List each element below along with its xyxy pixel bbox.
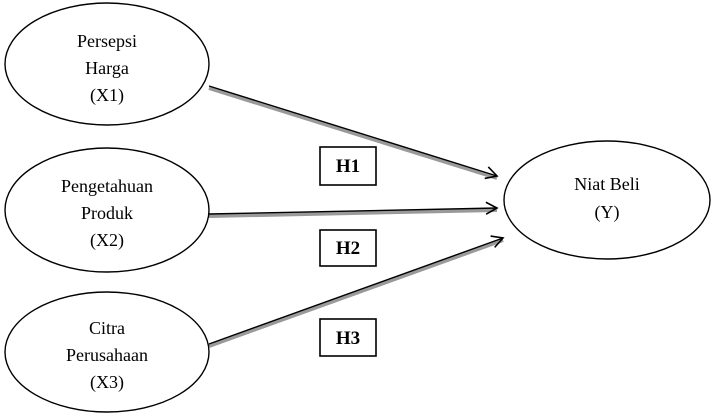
node-x2-line1: Pengetahuan	[61, 176, 153, 196]
node-x3-line3: (X3)	[90, 372, 124, 393]
node-x1-line1: Persepsi	[77, 31, 137, 51]
node-x2-line3: (X2)	[90, 230, 124, 251]
node-pengetahuan-produk: Pengetahuan Produk (X2)	[4, 147, 210, 273]
node-x1-line3: (X1)	[90, 85, 124, 106]
node-x1-line2: Harga	[85, 58, 129, 78]
node-x3-line1: Citra	[89, 318, 125, 338]
hypothesis-box-h2: H2	[319, 229, 377, 267]
hypothesis-label-h1: H1	[336, 156, 360, 177]
hypothesis-label-h3: H3	[336, 328, 360, 349]
node-x3-line2: Perusahaan	[66, 345, 148, 365]
node-y-line2: (Y)	[595, 202, 620, 223]
arrow-x2-to-y	[208, 201, 499, 218]
arrow-x3-to-y	[208, 235, 505, 348]
hypothesis-box-h1: H1	[319, 146, 377, 186]
node-y-line1: Niat Beli	[574, 174, 640, 194]
node-niat-beli: Niat Beli (Y)	[503, 140, 711, 260]
hypothesis-box-h3: H3	[319, 318, 377, 357]
node-x2-line2: Produk	[81, 203, 133, 223]
arrow-x1-to-y	[208, 85, 499, 180]
hypothesis-label-h2: H2	[336, 238, 360, 259]
node-citra-perusahaan: Citra Perusahaan (X3)	[4, 291, 210, 413]
node-persepsi-harga: Persepsi Harga (X1)	[4, 2, 210, 126]
